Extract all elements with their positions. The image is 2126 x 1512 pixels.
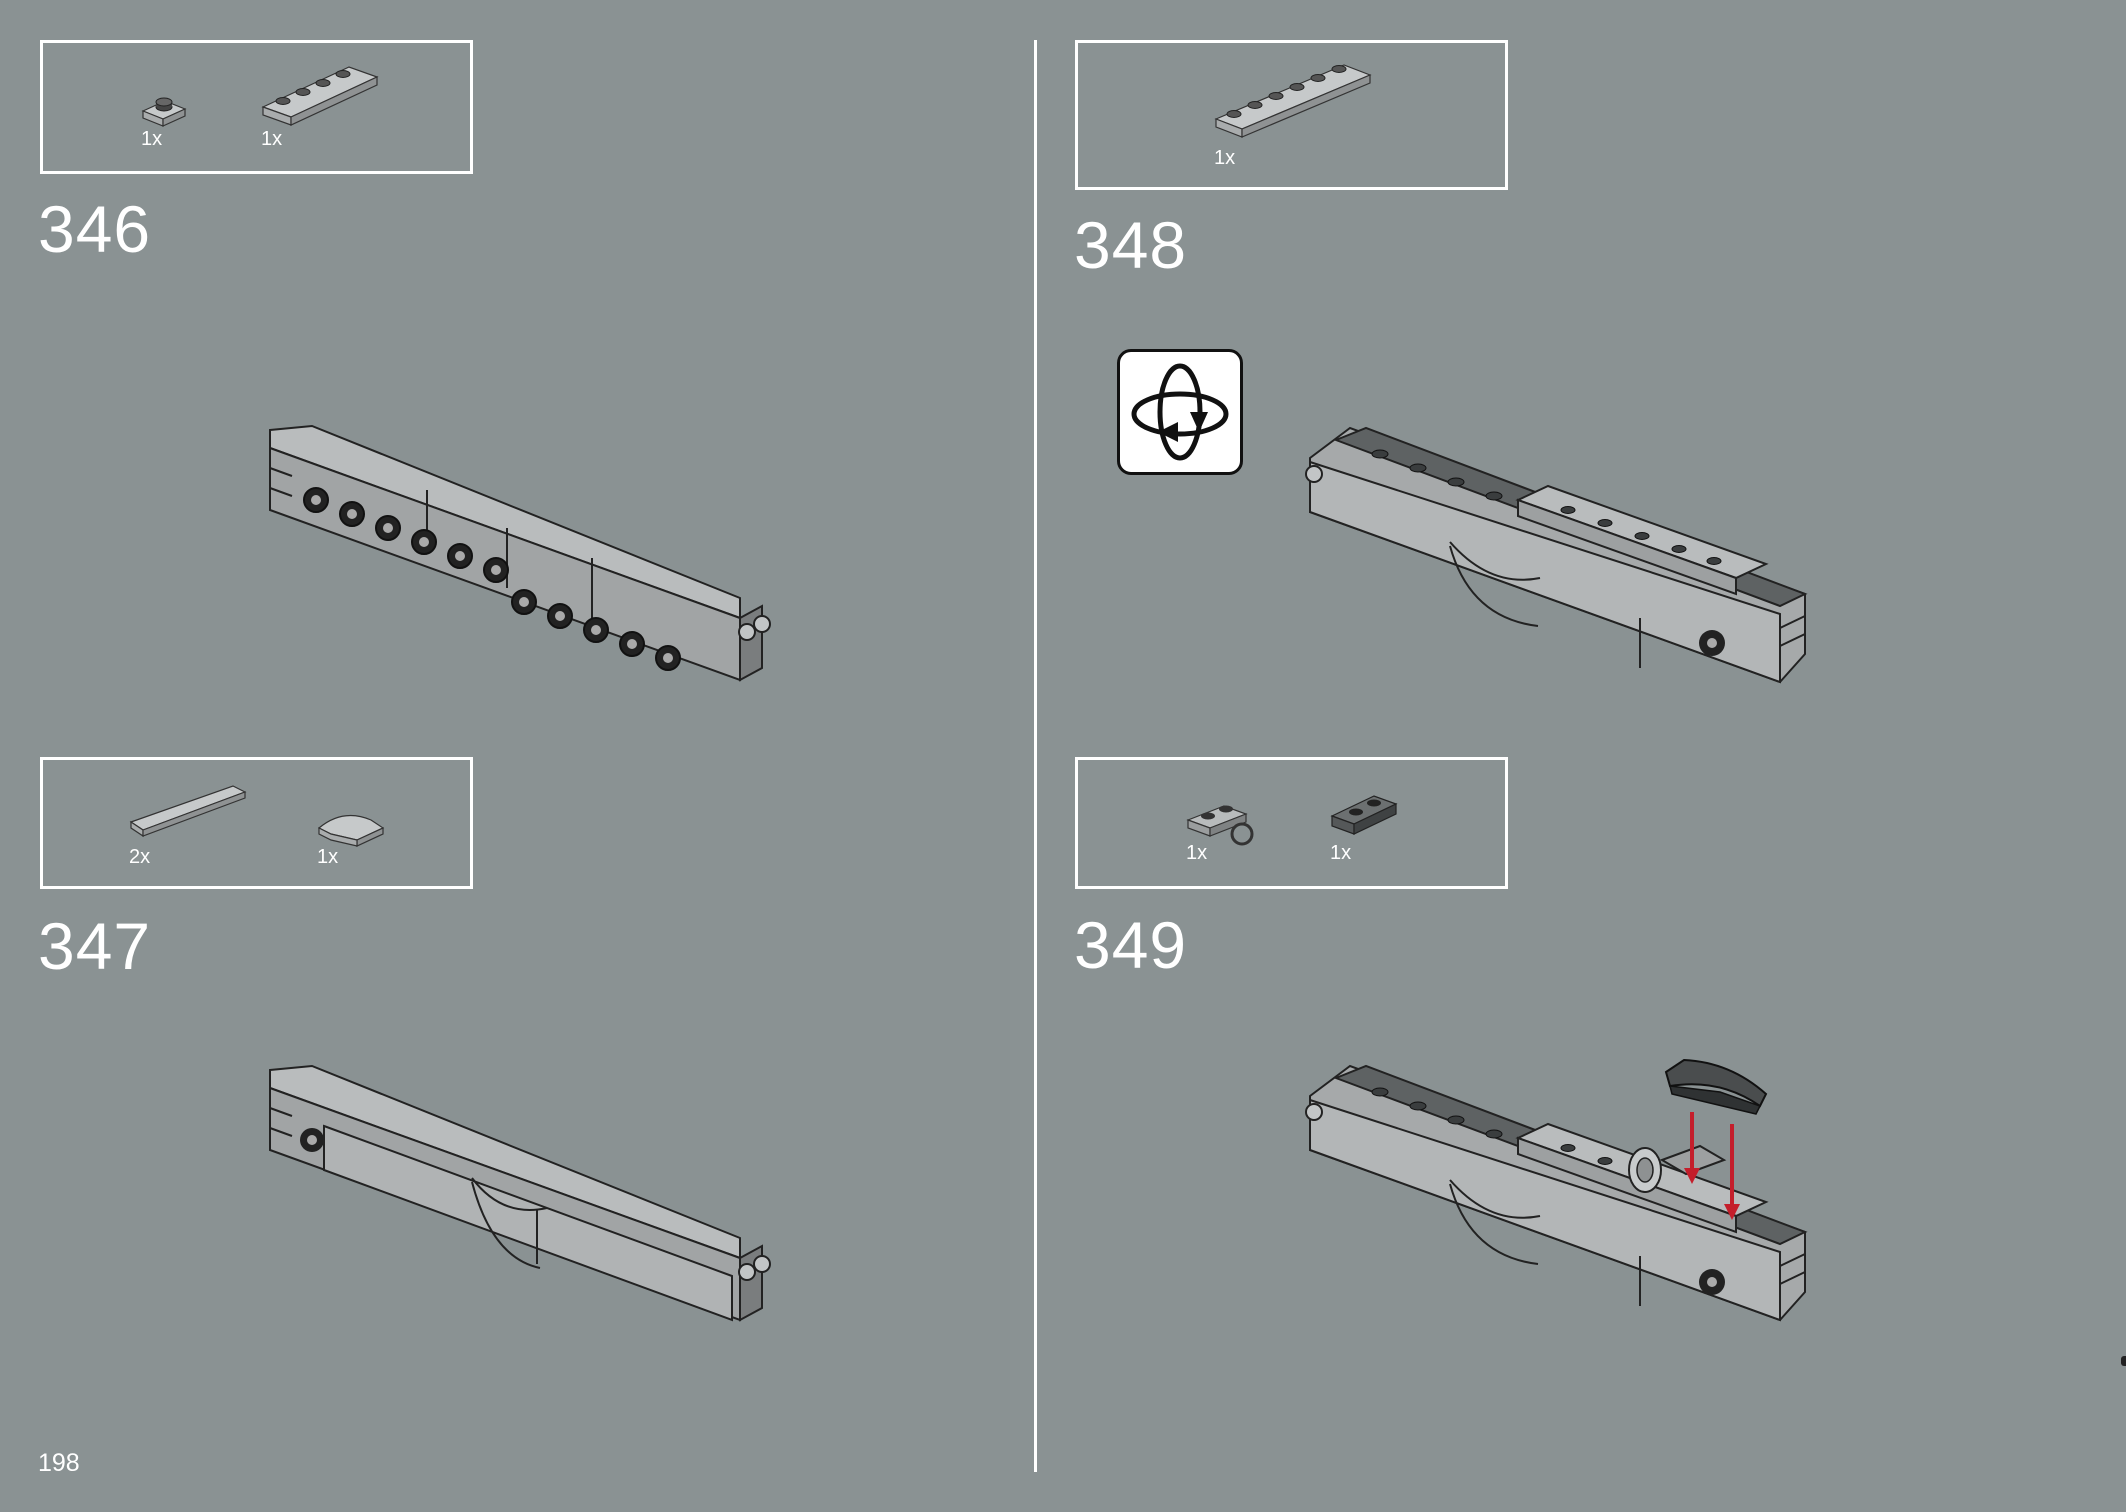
assembly-model-349 <box>1300 1056 1820 1336</box>
slope-curved-1x2-icon <box>317 810 387 848</box>
parts-box-349: 1x 1x <box>1075 757 1508 889</box>
rotate-model-icon <box>1117 349 1243 475</box>
part-qty: 1x <box>141 128 163 150</box>
parts-box-348: 1x <box>1075 40 1508 190</box>
plate-with-clip-icon <box>1186 796 1256 850</box>
step-number-346: 346 <box>38 192 152 266</box>
parts-box-346: 1x 1x <box>40 40 473 174</box>
step-number-348: 348 <box>1074 208 1188 282</box>
part-qty: 1x <box>1186 842 1208 864</box>
assembly-model-347 <box>262 1058 782 1338</box>
plate-1x4-icon <box>261 65 379 127</box>
part-qty: 2x <box>129 846 151 868</box>
assembly-model-348 <box>1300 418 1820 698</box>
step-number-349: 349 <box>1074 908 1188 982</box>
part-qty: 1x <box>317 846 339 868</box>
plate-1x1-icon <box>141 93 187 129</box>
assembly-model-346 <box>262 418 782 698</box>
part-qty: 1x <box>1330 842 1352 864</box>
page-number: 198 <box>38 1449 80 1477</box>
tile-1x6-icon <box>129 784 247 842</box>
jumper-plate-1x2-icon <box>1330 788 1400 838</box>
part-qty: 1x <box>261 128 283 150</box>
plate-1x6-icon <box>1214 63 1374 143</box>
page-edge-mark <box>2121 1356 2126 1366</box>
parts-box-347: 2x 1x <box>40 757 473 889</box>
page-divider <box>1034 40 1037 1472</box>
part-qty: 1x <box>1214 147 1236 169</box>
step-number-347: 347 <box>38 909 152 983</box>
